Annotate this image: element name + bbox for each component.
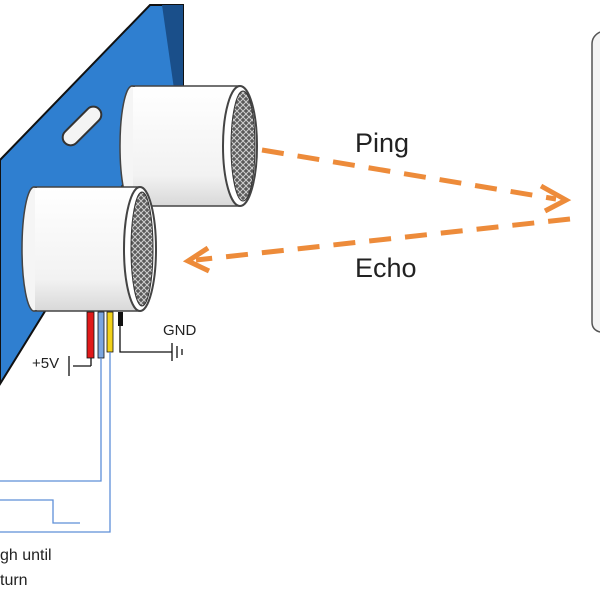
trig-pin [97, 311, 105, 359]
pulse-waveform [0, 499, 80, 524]
board-right-edge [162, 5, 183, 96]
ping-arrow [261, 147, 572, 214]
transducer-lower-mesh [130, 191, 154, 307]
sensor-pins [86, 311, 123, 359]
reflecting-object [591, 31, 600, 333]
vcc-pin [86, 311, 95, 359]
echo-arrow [182, 216, 571, 274]
vcc-wiring [68, 356, 92, 376]
gnd-pin [118, 312, 123, 326]
note-line-1: gh until [0, 547, 52, 564]
echo-signal-line [0, 352, 111, 533]
vcc-label: +5V [32, 355, 59, 372]
gnd-wiring [119, 326, 183, 361]
ping-arrowhead [539, 183, 572, 214]
echo-arrowhead [182, 245, 211, 274]
note-line-2: turn [0, 572, 28, 589]
transducer-upper [119, 85, 258, 207]
transducer-lower [21, 186, 157, 312]
mounting-slot [61, 105, 103, 147]
ping-label: Ping [355, 128, 409, 158]
echo-pin [106, 311, 114, 353]
transducer-upper-mesh [230, 90, 256, 202]
signal-lines [0, 352, 111, 533]
gnd-label: GND [163, 322, 197, 339]
trig-signal-line [0, 358, 102, 482]
echo-label: Echo [355, 253, 417, 283]
